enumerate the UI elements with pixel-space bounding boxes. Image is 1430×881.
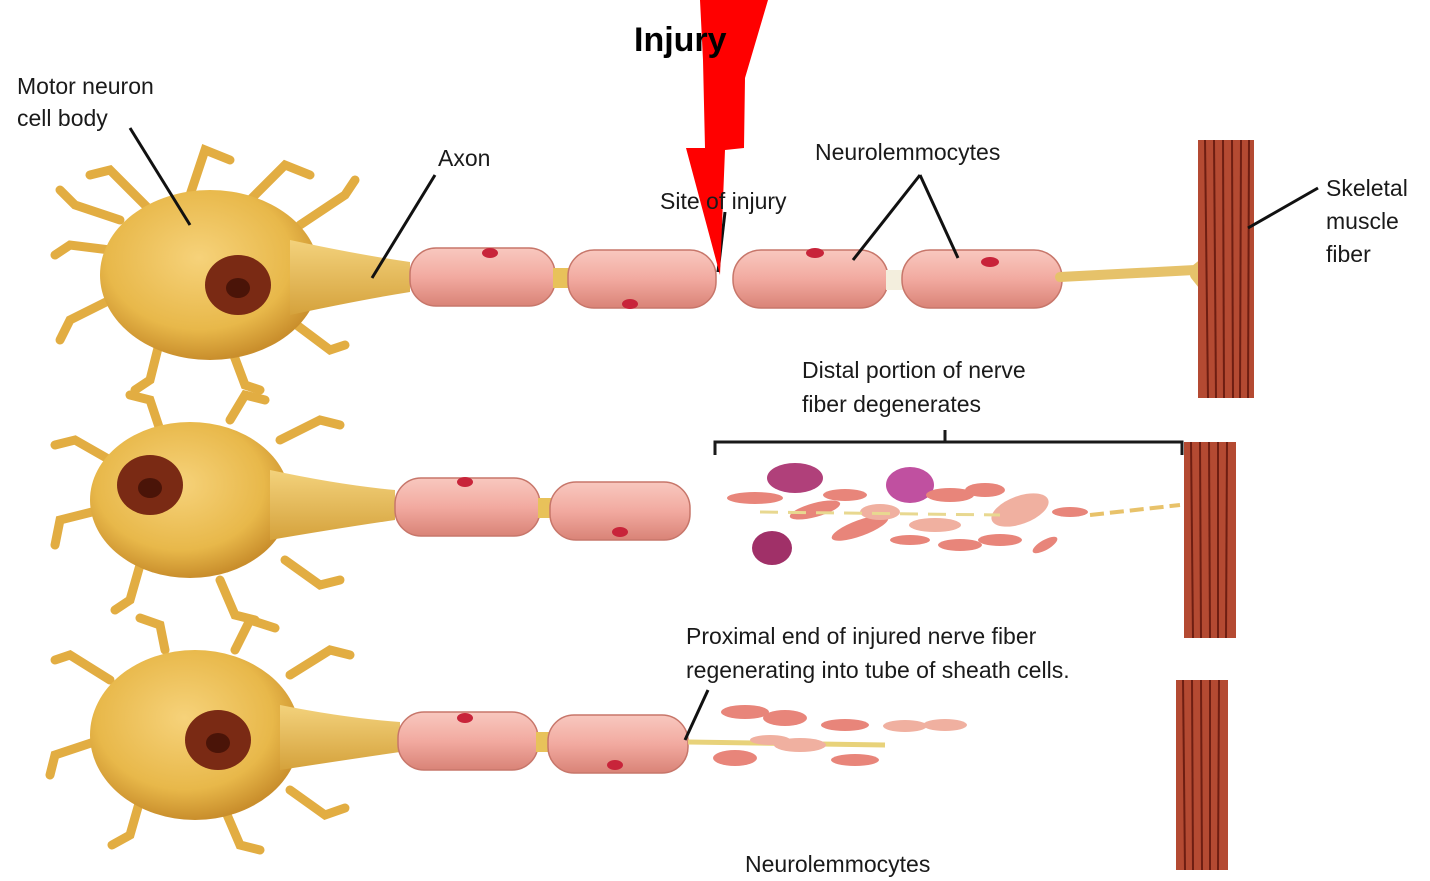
- sheath-nucleus: [457, 477, 473, 487]
- skeletal-muscle-fiber: [1198, 140, 1254, 398]
- sheath-cell: [568, 250, 716, 308]
- label-proximal-line2: regenerating into tube of sheath cells.: [686, 654, 1070, 687]
- injury-title: Injury: [634, 24, 727, 57]
- label-skeletal-line3: fiber: [1326, 238, 1371, 271]
- label-neurolemmocytes-bottom: Neurolemmocytes: [745, 848, 930, 881]
- sheath-nucleus: [981, 257, 999, 267]
- sheath-nucleus: [457, 713, 473, 723]
- label-skeletal-line1: Skeletal: [1326, 172, 1408, 205]
- sheath-nucleus: [622, 299, 638, 309]
- skeletal-muscle-fiber: [1176, 680, 1228, 870]
- skeletal-muscle-fiber: [1184, 442, 1236, 638]
- label-motor-neuron-line1: Motor neuron: [17, 70, 154, 103]
- neuron-row-2: [55, 395, 1236, 638]
- sheath-nucleus: [607, 760, 623, 770]
- degenerating-fragments: [727, 463, 1180, 565]
- label-distal-line1: Distal portion of nerve: [802, 354, 1026, 387]
- label-distal-line2: fiber degenerates: [802, 388, 981, 421]
- cell-body: [90, 422, 290, 578]
- sheath-cell: [410, 248, 555, 306]
- sheath-nucleus: [482, 248, 498, 258]
- nucleolus: [226, 278, 250, 298]
- label-motor-neuron-line2: cell body: [17, 102, 108, 135]
- label-proximal-line1: Proximal end of injured nerve fiber: [686, 620, 1036, 653]
- nucleolus: [206, 733, 230, 753]
- nucleolus: [138, 478, 162, 498]
- label-site-of-injury: Site of injury: [660, 185, 787, 218]
- sheath-nucleus: [806, 248, 824, 258]
- sheath-cell: [733, 250, 888, 308]
- sheath-cell: [902, 250, 1062, 308]
- distal-bracket: [715, 430, 1182, 455]
- regenerating-axon: [688, 705, 967, 766]
- axon-hillock: [290, 240, 410, 315]
- axon-hillock: [270, 470, 395, 540]
- sheath-nucleus: [612, 527, 628, 537]
- axon-hillock: [280, 705, 400, 770]
- label-neurolemmocytes-top: Neurolemmocytes: [815, 136, 1000, 169]
- label-axon: Axon: [438, 142, 490, 175]
- label-skeletal-line2: muscle: [1326, 205, 1399, 238]
- neuron-row-1: [55, 140, 1254, 398]
